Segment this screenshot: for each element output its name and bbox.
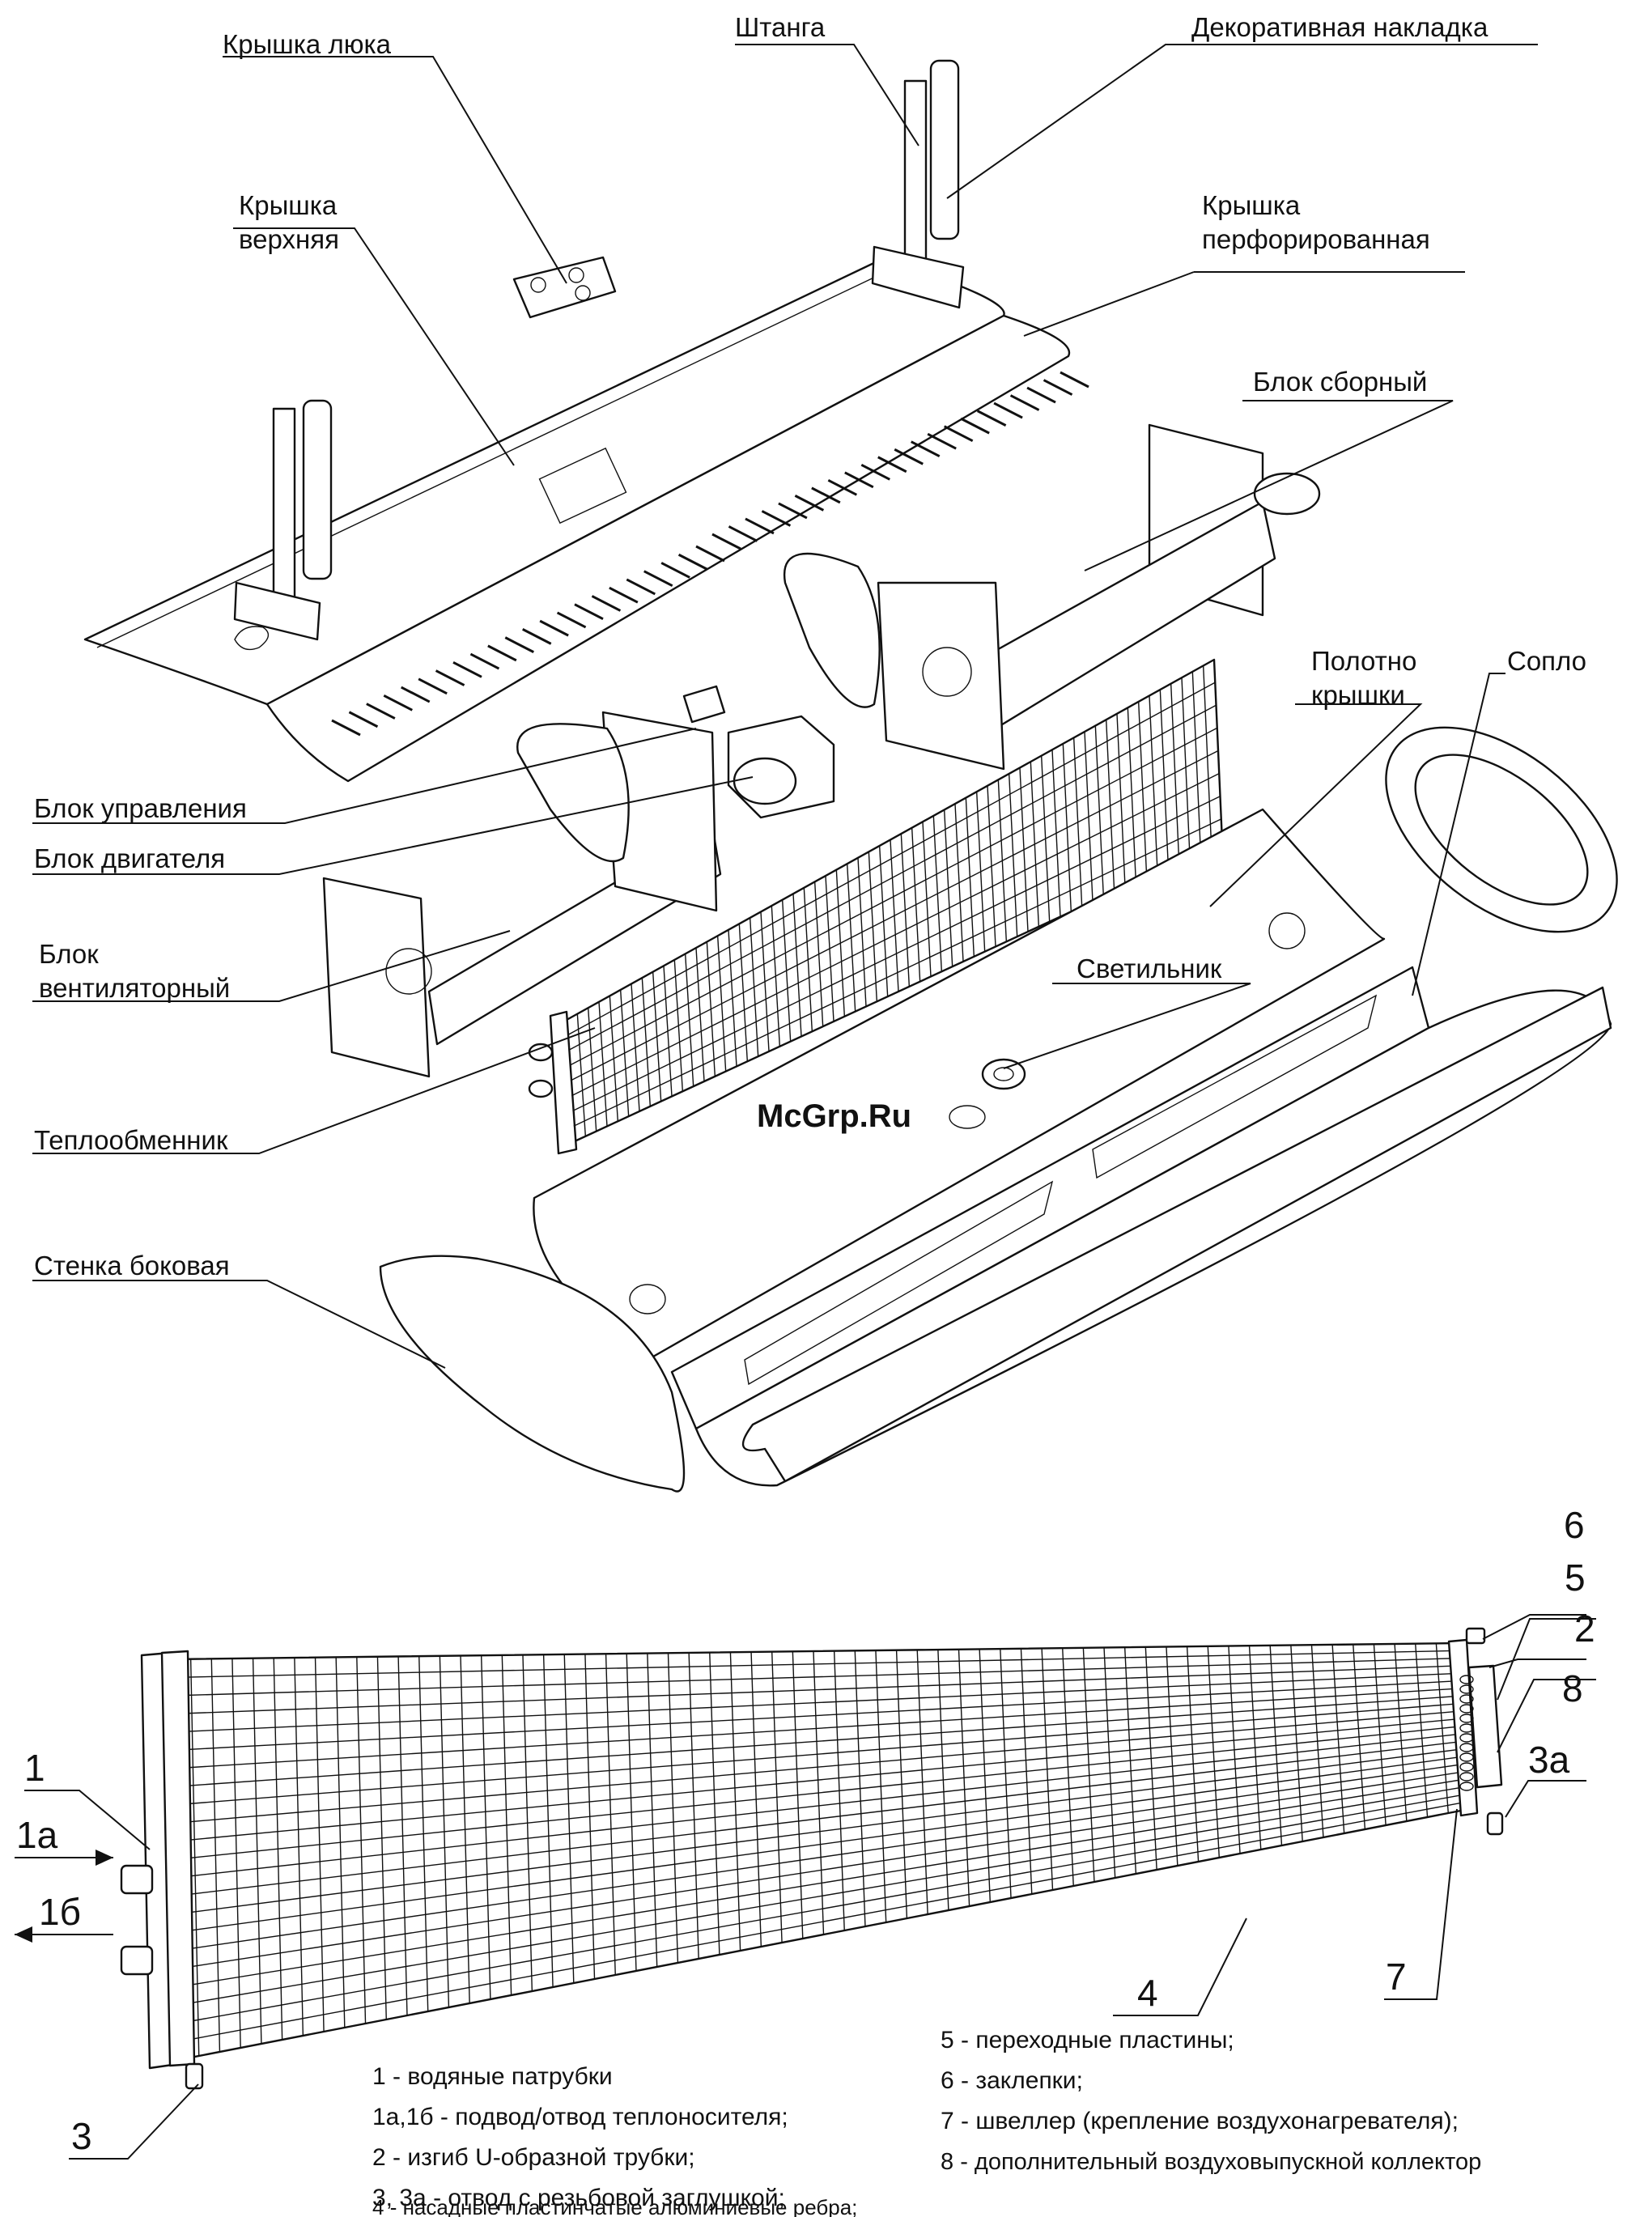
label-top-cover-2: верхняя <box>239 224 339 254</box>
legend-item-5: 5 - переходные пластины; <box>941 2027 1234 2053</box>
callout-7: 7 <box>1386 1956 1407 1998</box>
side-wall-part <box>379 1255 686 1493</box>
leader-lines <box>32 44 1538 1369</box>
label-fan-unit-2: вентиляторный <box>39 973 230 1003</box>
callout-arrows <box>15 1850 113 1943</box>
perforated-panel-part <box>670 966 1612 1487</box>
legend-item-6: 6 - заклепки; <box>941 2067 1083 2094</box>
label-cover-sheet-2: крышки <box>1311 680 1405 710</box>
nozzle-part <box>1385 726 1618 933</box>
label-hatch-cover: Крышка люка <box>223 29 392 59</box>
top-cover-part <box>83 257 1089 783</box>
callout-4: 4 <box>1137 1972 1158 2014</box>
callout-8: 8 <box>1562 1667 1583 1709</box>
label-perforated-cover-1: Крышка <box>1202 190 1301 220</box>
callout-1: 1 <box>24 1747 45 1789</box>
rod-part-right <box>871 59 965 309</box>
label-fan-unit-1: Блок <box>39 939 99 969</box>
control-unit-part <box>682 685 726 724</box>
label-heat-exchanger: Теплообменник <box>34 1125 228 1155</box>
heat-exchanger-detail <box>120 1627 1504 2090</box>
legend-item-7: 7 - швеллер (крепление воздухонагревател… <box>941 2108 1459 2134</box>
callout-2: 2 <box>1574 1608 1595 1650</box>
legend: 1 - водяные патрубки 1а,1б - подвод/отво… <box>372 2027 1481 2217</box>
legend-item-1a-1b: 1а,1б - подвод/отвод теплоносителя; <box>372 2104 788 2130</box>
callout-5: 5 <box>1565 1557 1586 1599</box>
heat-exchanger-part <box>528 658 1224 1155</box>
label-cover-sheet-1: Полотно <box>1311 646 1416 676</box>
label-lamp: Светильник <box>1077 953 1222 983</box>
label-motor-unit: Блок двигателя <box>34 843 225 873</box>
hatch-cover-part <box>512 256 617 319</box>
label-rod: Штанга <box>735 12 826 42</box>
callout-1a: 1а <box>16 1814 58 1856</box>
assembly-block-part <box>783 423 1321 771</box>
legend-item-8: 8 - дополнительный воздуховыпускной колл… <box>941 2149 1481 2175</box>
fan-unit-part <box>322 711 722 1078</box>
water-pipes <box>120 1864 154 1976</box>
label-top-cover-1: Крышка <box>239 190 338 220</box>
label-perforated-cover-2: перфорированная <box>1202 224 1430 254</box>
callout-1b: 1б <box>39 1891 81 1933</box>
top-labels: Крышка люка Штанга Декоративная накладка… <box>34 12 1586 1281</box>
callout-numbers: 1 1а 1б 3 4 7 3а 8 2 5 6 <box>16 1504 1595 2157</box>
label-side-wall: Стенка боковая <box>34 1251 230 1281</box>
legend-item-1: 1 - водяные патрубки <box>372 2063 613 2090</box>
lamp-part <box>949 1058 1026 1129</box>
rod-part-left <box>233 399 333 641</box>
legend-item-2: 2 - изгиб U-образной трубки; <box>372 2144 695 2171</box>
label-assembly-block: Блок сборный <box>1253 367 1427 397</box>
legend-item-4: 4 - насадные пластинчатые алюминиевые ре… <box>372 2195 857 2217</box>
callout-3: 3 <box>71 2115 92 2157</box>
label-nozzle: Сопло <box>1507 646 1586 676</box>
callout-3a: 3а <box>1528 1739 1570 1781</box>
motor-unit-part <box>727 715 835 819</box>
legend-item-3: 3, 3а - отвод с резьбовой заглушкой; <box>372 2185 785 2211</box>
label-decorative-trim: Декоративная накладка <box>1191 12 1488 42</box>
label-control-unit: Блок управления <box>34 793 247 823</box>
callout-6: 6 <box>1564 1504 1585 1546</box>
watermark: McGrp.Ru <box>757 1098 911 1134</box>
